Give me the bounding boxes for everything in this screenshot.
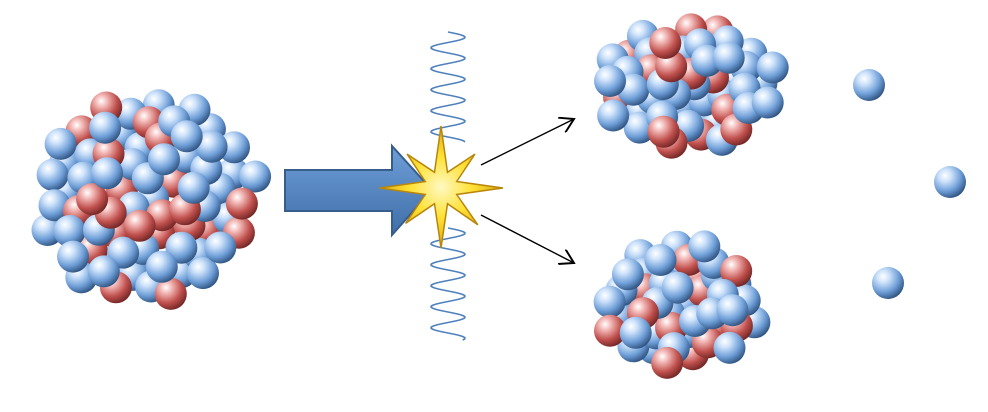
proton-icon	[76, 183, 109, 216]
neutron-icon	[872, 267, 904, 299]
neutron-icon	[204, 231, 237, 264]
neutron-icon	[57, 240, 89, 273]
neutron-icon	[597, 99, 630, 132]
flash-star-icon	[378, 125, 504, 249]
neutron-icon	[751, 86, 784, 119]
neutron-icon	[688, 230, 721, 263]
neutron-icon	[218, 131, 250, 164]
neutron-icon	[756, 51, 789, 84]
proton-icon	[594, 314, 626, 347]
fragment-nucleus-bottom	[593, 230, 771, 379]
neutron-icon	[36, 158, 69, 191]
proton-icon	[154, 277, 187, 310]
neutron-icon	[239, 160, 272, 193]
proton-icon	[720, 255, 753, 287]
neutron-icon	[661, 271, 694, 304]
pointer-arrow-icon	[480, 214, 574, 263]
neutron-icon	[165, 231, 198, 264]
proton-icon	[649, 27, 682, 59]
free-neutrons	[853, 69, 966, 299]
neutron-icon	[712, 41, 745, 74]
pointer-arrow-icon	[480, 119, 574, 166]
beam-arrow-icon	[284, 143, 434, 238]
neutron-icon	[716, 294, 749, 327]
neutron-icon	[593, 285, 626, 318]
neutron-icon	[145, 250, 178, 283]
fragment-nucleus-top	[594, 13, 789, 159]
neutron-icon	[187, 257, 219, 290]
neutron-icon	[195, 130, 228, 163]
neutron-icon	[853, 69, 885, 101]
proton-icon	[647, 115, 680, 148]
neutron-icon	[644, 244, 677, 276]
neutron-icon	[44, 127, 77, 160]
neutron-icon	[89, 111, 122, 144]
neutron-icon	[177, 171, 210, 204]
neutron-icon	[619, 316, 652, 349]
neutron-icon	[53, 215, 86, 247]
parent-nucleus	[31, 89, 272, 310]
neutron-icon	[91, 157, 124, 190]
proton-icon	[123, 209, 156, 242]
proton-icon	[225, 187, 258, 220]
wave-icon	[430, 31, 466, 341]
neutron-icon	[611, 258, 644, 291]
neutron-icon	[934, 166, 966, 198]
neutron-icon	[713, 331, 746, 364]
neutron-icon	[38, 189, 71, 222]
neutron-icon	[170, 120, 203, 153]
proton-icon	[651, 346, 684, 379]
neutron-icon	[87, 255, 120, 288]
neutron-icon	[148, 143, 180, 176]
neutron-icon	[594, 65, 626, 97]
